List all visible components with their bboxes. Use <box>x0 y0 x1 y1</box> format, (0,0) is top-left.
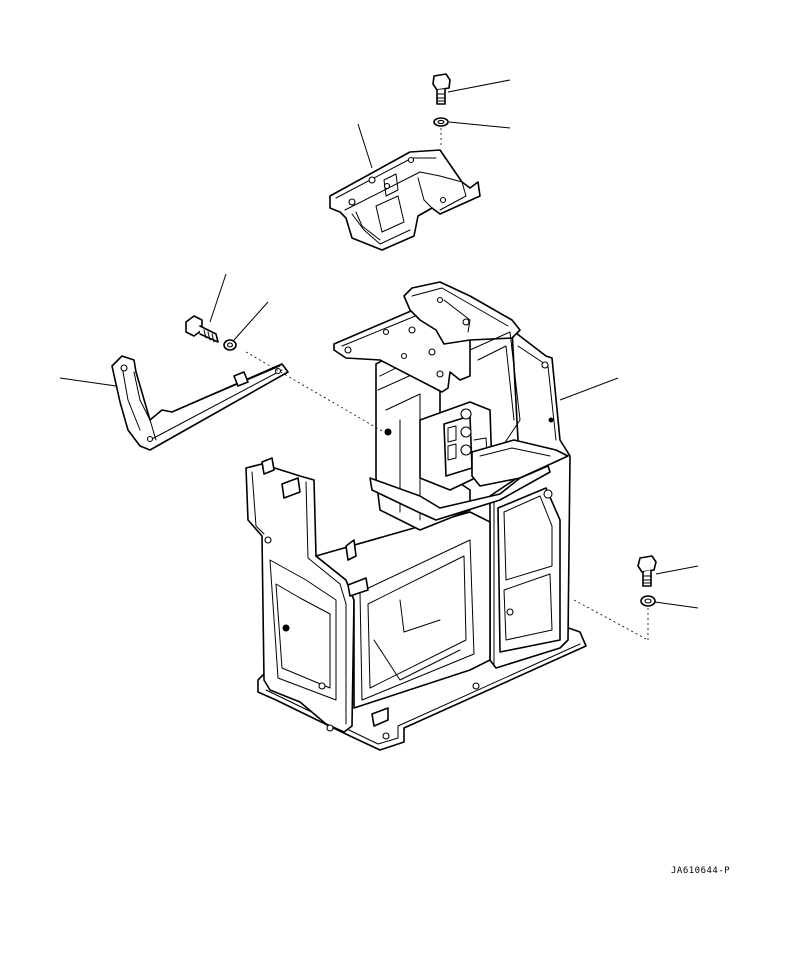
leader-right-washer <box>654 601 699 609</box>
main-frame-body <box>245 281 587 751</box>
top-mounting-bracket <box>329 149 481 251</box>
side-washer <box>223 339 237 351</box>
leader-top-bracket <box>357 123 373 169</box>
leader-top-bolt <box>447 79 511 93</box>
right-bolt <box>637 555 657 587</box>
callout-leaders <box>59 79 699 609</box>
alignment-lines <box>245 128 649 642</box>
leader-side-bolt <box>209 273 227 323</box>
right-washer <box>640 595 656 607</box>
side-support-plate <box>111 355 289 451</box>
leader-right-bolt <box>655 565 699 575</box>
top-bolt <box>432 73 451 105</box>
leader-main-frame <box>559 377 619 401</box>
top-washer <box>433 117 449 127</box>
leader-side-washer <box>233 301 269 341</box>
side-bolt <box>185 315 219 343</box>
leader-top-washer <box>448 121 511 129</box>
drawing-reference-code: JA610644-P <box>671 866 730 876</box>
leader-side-plate <box>59 377 117 387</box>
